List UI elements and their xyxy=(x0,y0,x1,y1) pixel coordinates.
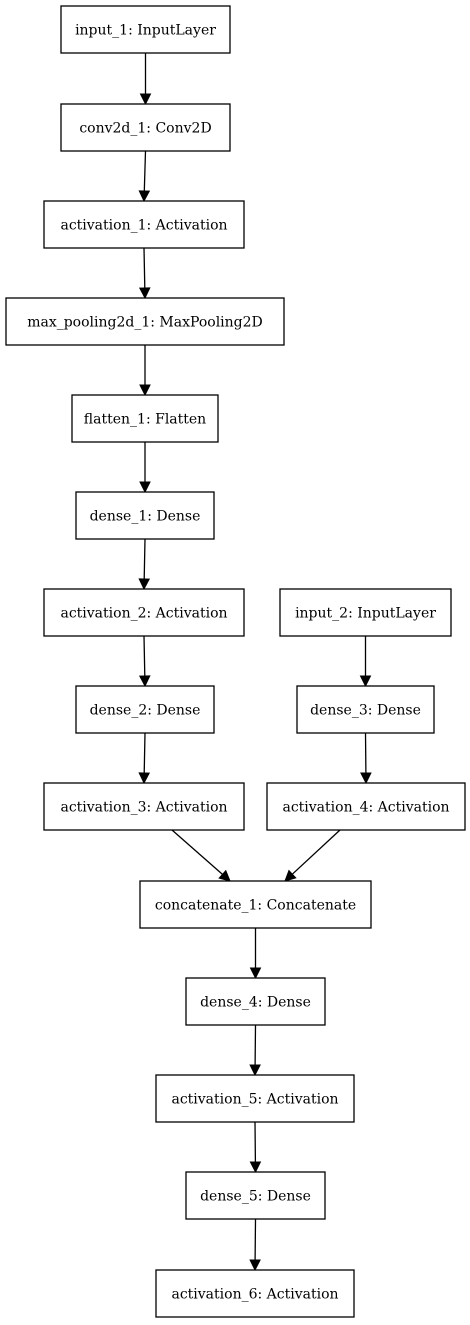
layer-label: flatten_1: Flatten xyxy=(84,412,206,428)
layer-box xyxy=(43,200,245,249)
edge-dense-1-to-activation-2 xyxy=(138,538,151,591)
layer-node-activation-1: activation_1: Activation xyxy=(43,200,245,249)
arrowhead-icon xyxy=(249,1064,261,1077)
layer-node-activation-5: activation_5: Activation xyxy=(155,1074,355,1123)
edge-dense-4-to-activation-5 xyxy=(249,1024,261,1077)
layer-label: dense_1: Dense xyxy=(90,509,201,525)
layer-node-flatten-1: flatten_1: Flatten xyxy=(71,394,219,443)
layer-box xyxy=(266,782,466,831)
layer-box xyxy=(139,880,372,929)
layer-box xyxy=(155,1269,355,1318)
layer-node-max-pooling2d-1: max_pooling2d_1: MaxPooling2D xyxy=(5,297,285,346)
edge-activation-3-to-concatenate-1 xyxy=(171,829,231,882)
layer-node-dense-4: dense_4: Dense xyxy=(185,977,326,1026)
edge-activation-5-to-dense-5 xyxy=(249,1121,262,1174)
edge-dense-5-to-activation-6 xyxy=(249,1218,261,1272)
layer-label: dense_4: Dense xyxy=(200,995,311,1011)
layer-label: activation_5: Activation xyxy=(171,1092,338,1108)
layer-node-activation-4: activation_4: Activation xyxy=(266,782,466,831)
edge-input-2-to-dense-3 xyxy=(359,636,372,688)
layer-node-conv2d-1: conv2d_1: Conv2D xyxy=(60,103,231,152)
layer-label: activation_4: Activation xyxy=(282,800,449,816)
arrowhead-icon xyxy=(249,967,262,980)
layer-node-input-1: input_1: InputLayer xyxy=(60,5,231,54)
arrowhead-icon xyxy=(218,869,231,882)
edge-line xyxy=(291,829,341,875)
layer-node-dense-3: dense_3: Dense xyxy=(296,685,435,734)
layer-box xyxy=(279,588,452,637)
edge-line xyxy=(143,538,146,580)
layer-box xyxy=(60,5,231,54)
layer-label: concatenate_1: Concatenate xyxy=(155,898,356,914)
arrowhead-icon xyxy=(284,869,297,882)
edge-dense-2-to-activation-3 xyxy=(138,732,151,785)
layer-label: max_pooling2d_1: MaxPooling2D xyxy=(27,315,263,331)
layer-node-activation-3: activation_3: Activation xyxy=(43,782,245,831)
edges-layer xyxy=(138,53,372,1272)
arrowhead-icon xyxy=(138,675,151,688)
edge-line xyxy=(171,829,223,875)
arrowhead-icon xyxy=(138,287,151,300)
arrowhead-icon xyxy=(139,481,151,494)
nodes-layer: input_1: InputLayer conv2d_1: Conv2D activ… xyxy=(5,5,466,1318)
arrowhead-icon xyxy=(249,1259,261,1272)
edge-line xyxy=(143,635,146,677)
edge-line xyxy=(143,732,146,774)
layer-box xyxy=(75,491,215,540)
layer-box xyxy=(43,782,245,831)
edge-activation-2-to-dense-2 xyxy=(138,635,151,688)
arrowhead-icon xyxy=(138,578,151,591)
layer-label: activation_6: Activation xyxy=(171,1287,338,1303)
arrowhead-icon xyxy=(138,190,151,203)
arrowhead-icon xyxy=(138,772,151,785)
layer-label: dense_3: Dense xyxy=(310,703,421,719)
layer-label: activation_2: Activation xyxy=(60,606,227,622)
arrowhead-icon xyxy=(360,772,372,785)
edge-line xyxy=(143,247,146,289)
edge-concatenate-1-to-dense-4 xyxy=(249,928,262,980)
arrowhead-icon xyxy=(249,1161,262,1174)
layer-node-dense-2: dense_2: Dense xyxy=(75,685,215,734)
layer-box xyxy=(60,103,231,152)
edge-dense-3-to-activation-4 xyxy=(360,732,372,785)
edge-activation-1-to-max-pooling2d-1 xyxy=(138,247,151,300)
layer-label: activation_1: Activation xyxy=(60,218,227,234)
edge-max-pooling2d-1-to-flatten-1 xyxy=(139,345,151,397)
edge-flatten-1-to-dense-1 xyxy=(139,442,151,494)
arrowhead-icon xyxy=(139,93,152,106)
edge-line xyxy=(143,150,147,192)
layer-label: activation_3: Activation xyxy=(60,800,227,816)
layer-box xyxy=(185,1171,326,1220)
layer-label: input_1: InputLayer xyxy=(75,23,216,39)
edge-conv2d-1-to-activation-1 xyxy=(138,150,151,203)
layer-label: input_2: InputLayer xyxy=(295,606,436,622)
layer-node-activation-2: activation_2: Activation xyxy=(43,588,245,637)
edge-input-1-to-conv2d-1 xyxy=(139,53,152,106)
layer-box xyxy=(5,297,285,346)
layer-node-input-2: input_2: InputLayer xyxy=(279,588,452,637)
layer-box xyxy=(43,588,245,637)
layer-label: dense_2: Dense xyxy=(90,703,201,719)
layer-label: dense_5: Dense xyxy=(200,1189,311,1205)
layer-box xyxy=(296,685,435,734)
edge-activation-4-to-concatenate-1 xyxy=(284,829,341,882)
layer-box xyxy=(155,1074,355,1123)
arrowhead-icon xyxy=(139,384,151,397)
layer-box xyxy=(75,685,215,734)
arrowhead-icon xyxy=(359,675,372,688)
layer-node-dense-1: dense_1: Dense xyxy=(75,491,215,540)
layer-label: conv2d_1: Conv2D xyxy=(79,121,211,137)
layer-box xyxy=(185,977,326,1026)
layer-node-activation-6: activation_6: Activation xyxy=(155,1269,355,1318)
layer-box xyxy=(71,394,219,443)
layer-node-concatenate-1: concatenate_1: Concatenate xyxy=(139,880,372,929)
layer-node-dense-5: dense_5: Dense xyxy=(185,1171,326,1220)
